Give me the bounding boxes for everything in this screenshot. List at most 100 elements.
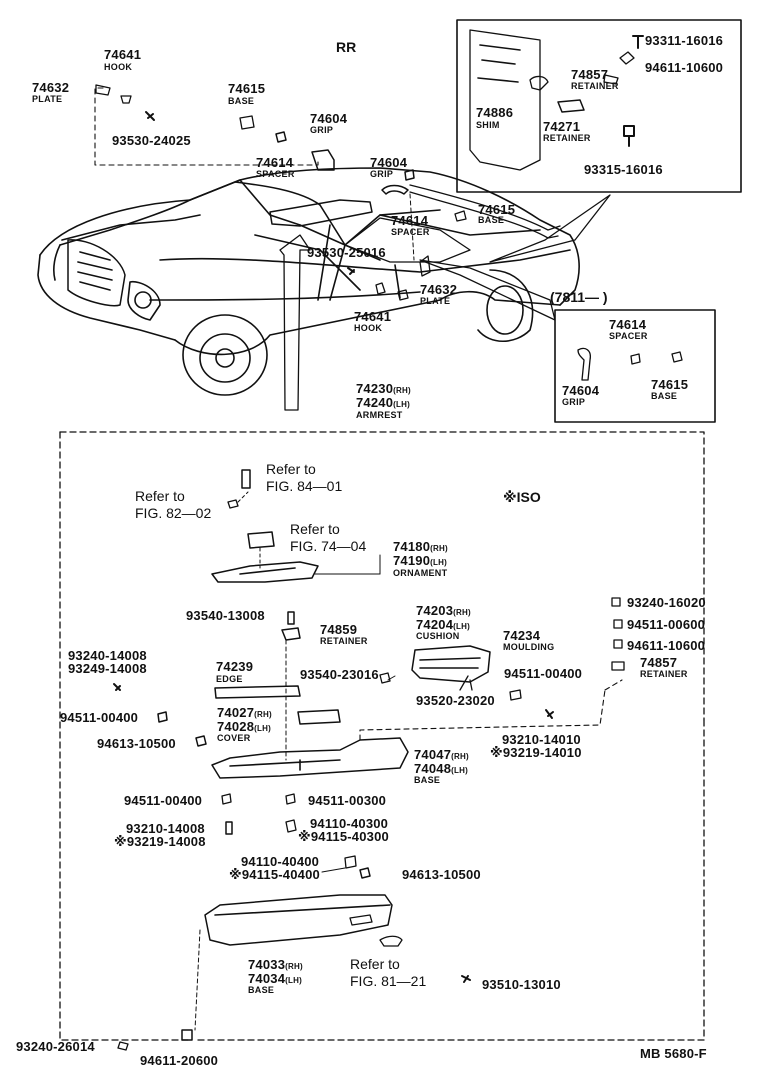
part-name: BASE bbox=[478, 215, 505, 225]
part-94511-00600[interactable]: 94511-00600 bbox=[627, 617, 706, 632]
part-number: 74604 bbox=[370, 155, 408, 170]
part-name: SHIM bbox=[476, 120, 500, 130]
part-number: 74641 bbox=[104, 47, 142, 62]
base-lower-shape bbox=[204, 894, 393, 946]
part-94511-00400-c[interactable]: 94511-00400 bbox=[124, 793, 203, 808]
part-name: COVER bbox=[217, 733, 251, 743]
part-93240-16020[interactable]: 93240-16020 bbox=[627, 595, 706, 610]
part-94115-40400[interactable]: ※94115-40400 bbox=[229, 867, 320, 882]
part-93210-14008[interactable]: 93210-14008 bbox=[126, 821, 205, 836]
part-name: GRIP bbox=[370, 169, 394, 179]
reference-figure: FIG. 84—01 bbox=[266, 478, 343, 494]
part-name: RETAINER bbox=[543, 133, 591, 143]
section-label-rr: RR bbox=[336, 39, 357, 55]
part-name: HOOK bbox=[354, 323, 383, 333]
part-93540-13008[interactable]: 93540-13008 bbox=[186, 608, 265, 623]
part-number: 74615 bbox=[228, 81, 266, 96]
part-number-lh: 74034(LH) bbox=[248, 971, 302, 986]
part-name: SPACER bbox=[256, 169, 295, 179]
part-93530-24025[interactable]: 93530-24025 bbox=[112, 133, 191, 148]
part-number: 74859 bbox=[320, 622, 358, 637]
pointer-arrow-armrest bbox=[279, 234, 311, 411]
part-number-lh: 74028(LH) bbox=[217, 719, 271, 734]
part-93520-23020[interactable]: 93520-23020 bbox=[416, 693, 495, 708]
part-name: ARMREST bbox=[356, 410, 403, 420]
part-number: 74604 bbox=[310, 111, 348, 126]
part-number-lh: 74240(LH) bbox=[356, 395, 410, 410]
part-number: 74614 bbox=[256, 155, 294, 170]
part-name: PLATE bbox=[420, 296, 451, 306]
part-number: 74857 bbox=[640, 655, 678, 670]
part-93240-14008[interactable]: 93240-14008 bbox=[68, 648, 147, 663]
part-name: EDGE bbox=[216, 674, 243, 684]
part-93315-16016[interactable]: 93315-16016 bbox=[584, 162, 663, 177]
car-illustration bbox=[37, 167, 580, 396]
part-93540-23016[interactable]: 93540-23016 bbox=[300, 667, 379, 682]
part-name: HOOK bbox=[104, 62, 133, 72]
part-number: 74632 bbox=[420, 282, 458, 297]
part-93219-14008[interactable]: ※93219-14008 bbox=[114, 834, 206, 849]
reference-text: Refer to bbox=[290, 521, 340, 537]
part-name: BASE bbox=[651, 391, 678, 401]
part-number-lh: 74190(LH) bbox=[393, 553, 447, 568]
ornament-shape bbox=[211, 561, 319, 583]
part-93210-14010[interactable]: 93210-14010 bbox=[502, 732, 581, 747]
part-93240-26014[interactable]: 93240-26014 bbox=[16, 1039, 95, 1054]
part-94110-40400[interactable]: 94110-40400 bbox=[241, 854, 320, 869]
part-number-rh: 74203(RH) bbox=[416, 603, 471, 618]
reference-figure: FIG. 82—02 bbox=[135, 505, 212, 521]
part-name: RETAINER bbox=[640, 669, 688, 679]
inset-box-top bbox=[456, 19, 742, 193]
part-number-lh: 74048(LH) bbox=[414, 761, 468, 776]
part-number: 74615 bbox=[478, 202, 516, 217]
part-number-rh: 74033(RH) bbox=[248, 957, 303, 972]
cushion-shape bbox=[411, 645, 491, 683]
part-94611-10600-b[interactable]: 94611-10600 bbox=[627, 638, 706, 653]
part-number: 74271 bbox=[543, 119, 581, 134]
part-number-rh: 74027(RH) bbox=[217, 705, 272, 720]
part-name: BASE bbox=[414, 775, 441, 785]
reference-text: Refer to bbox=[350, 956, 400, 972]
part-number: 74614 bbox=[391, 213, 429, 228]
reference-figure: FIG. 81—21 bbox=[350, 973, 427, 989]
part-94613-10500-b[interactable]: 94613-10500 bbox=[402, 867, 481, 882]
cover-shape bbox=[297, 709, 341, 725]
part-93510-13010[interactable]: 93510-13010 bbox=[482, 977, 561, 992]
part-94611-10600-a[interactable]: 94611-10600 bbox=[645, 60, 724, 75]
part-93219-14010[interactable]: ※93219-14010 bbox=[490, 745, 582, 760]
iso-label: ※ISO bbox=[503, 489, 541, 505]
part-94611-20600[interactable]: 94611-20600 bbox=[140, 1053, 219, 1068]
part-number-rh: 74047(RH) bbox=[414, 747, 469, 762]
part-94613-10500-a[interactable]: 94613-10500 bbox=[97, 736, 176, 751]
part-94511-00300[interactable]: 94511-00300 bbox=[308, 793, 387, 808]
part-name: RETAINER bbox=[571, 81, 619, 91]
part-93249-14008[interactable]: 93249-14008 bbox=[68, 661, 147, 676]
base-mid-shape bbox=[211, 737, 409, 779]
part-number: 74641 bbox=[354, 309, 392, 324]
part-name: GRIP bbox=[562, 397, 586, 407]
figure-code: MB 5680-F bbox=[640, 1046, 707, 1061]
part-94511-00400-b[interactable]: 94511-00400 bbox=[60, 710, 139, 725]
part-94511-00400-a[interactable]: 94511-00400 bbox=[504, 666, 583, 681]
part-93311-16016[interactable]: 93311-16016 bbox=[645, 33, 724, 48]
part-number-lh: 74204(LH) bbox=[416, 617, 470, 632]
part-93530-25016[interactable]: 93530-25016 bbox=[307, 245, 386, 260]
part-number-rh: 74180(RH) bbox=[393, 539, 448, 554]
part-name: ORNAMENT bbox=[393, 568, 448, 578]
part-94110-40300[interactable]: 94110-40300 bbox=[310, 816, 389, 831]
part-name: PLATE bbox=[32, 94, 63, 104]
part-name: RETAINER bbox=[320, 636, 368, 646]
part-number: 74886 bbox=[476, 105, 514, 120]
part-number: 74234 bbox=[503, 628, 541, 643]
part-94115-40300[interactable]: ※94115-40300 bbox=[298, 829, 389, 844]
inset-box-7811 bbox=[554, 309, 716, 423]
reference-text: Refer to bbox=[135, 488, 185, 504]
part-name: CUSHION bbox=[416, 631, 460, 641]
part-name: SPACER bbox=[609, 331, 648, 341]
reference-text: Refer to bbox=[266, 461, 316, 477]
part-number-rh: 74230(RH) bbox=[356, 381, 411, 396]
part-name: MOULDING bbox=[503, 642, 555, 652]
part-name: BASE bbox=[228, 96, 255, 106]
